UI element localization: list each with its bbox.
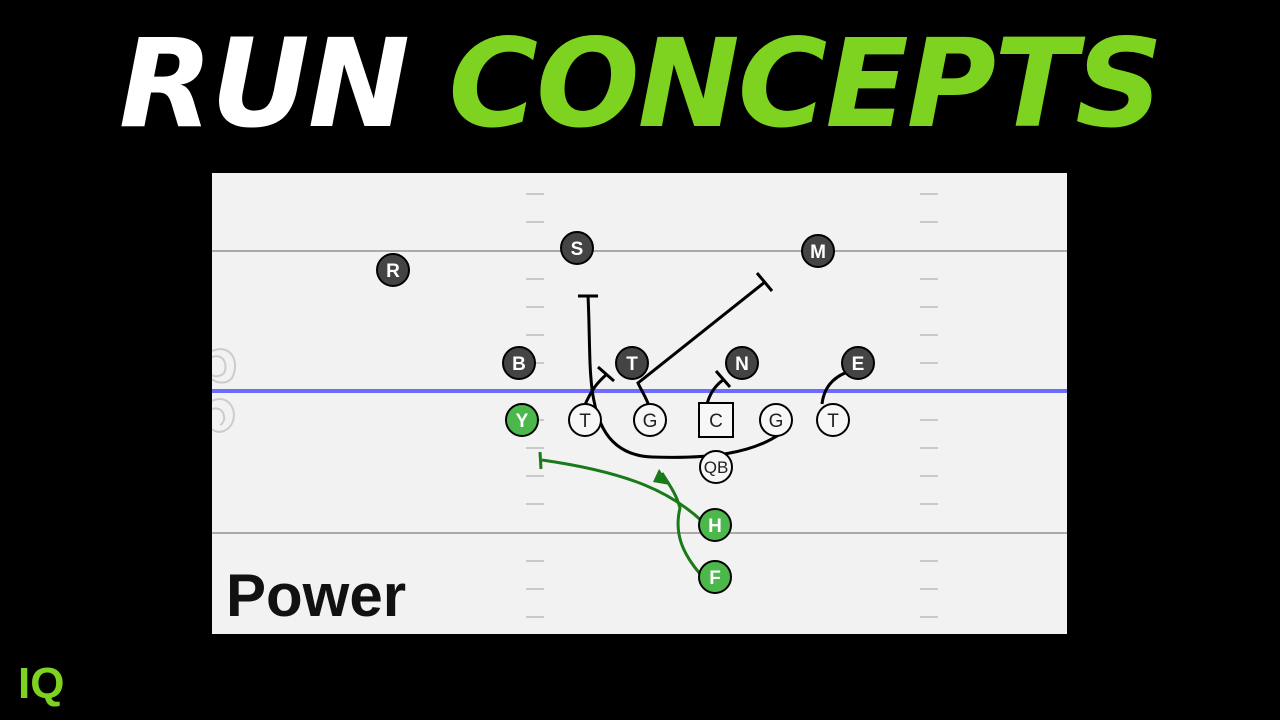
player-h: H [698, 508, 732, 542]
player-left-guard: G [633, 403, 667, 437]
player-y: Y [505, 403, 539, 437]
play-diagram-field: S M R B T N E [212, 173, 1067, 634]
player-qb: QB [699, 450, 733, 484]
defender-e: E [841, 346, 875, 380]
player-f-label: F [709, 568, 721, 589]
player-right-guard: G [759, 403, 793, 437]
defender-b: B [502, 346, 536, 380]
player-left-tackle-label: T [579, 411, 591, 432]
yard-number-fragment [212, 348, 237, 433]
defender-r-label: R [386, 261, 400, 282]
blocking-paths [578, 272, 855, 459]
player-center: C [698, 402, 734, 438]
play-name: Power [226, 562, 407, 629]
defense-group: S M R B T N E [376, 231, 875, 380]
player-center-label: C [709, 411, 723, 432]
player-right-guard-label: G [769, 411, 784, 432]
defender-s-label: S [571, 239, 584, 260]
defender-r: R [376, 253, 410, 287]
title-word-run: RUN [118, 13, 410, 155]
player-right-tackle-label: T [827, 411, 839, 432]
defender-m: M [801, 234, 835, 268]
player-left-guard-label: G [643, 411, 658, 432]
play-diagram: S M R B T N E [212, 193, 1067, 618]
defender-m-label: M [810, 242, 826, 263]
player-right-tackle: T [816, 403, 850, 437]
defender-b-label: B [512, 354, 526, 375]
defender-t: T [615, 346, 649, 380]
defender-s: S [560, 231, 594, 265]
ballcarrier-paths [538, 451, 705, 576]
player-f: F [698, 560, 732, 594]
player-h-label: H [708, 516, 722, 537]
offense-group: Y T G C G T QB [505, 402, 850, 594]
player-y-label: Y [516, 411, 529, 432]
defender-n: N [725, 346, 759, 380]
page-title: RUN CONCEPTS [0, 14, 1280, 154]
defender-e-label: E [852, 354, 865, 375]
defender-n-label: N [735, 354, 749, 375]
title-word-concepts: CONCEPTS [448, 13, 1163, 155]
player-qb-label: QB [704, 458, 729, 477]
brand-logo: IQ [18, 659, 65, 708]
defender-t-label: T [626, 354, 638, 375]
hash-marks [526, 193, 938, 618]
player-left-tackle: T [568, 403, 602, 437]
